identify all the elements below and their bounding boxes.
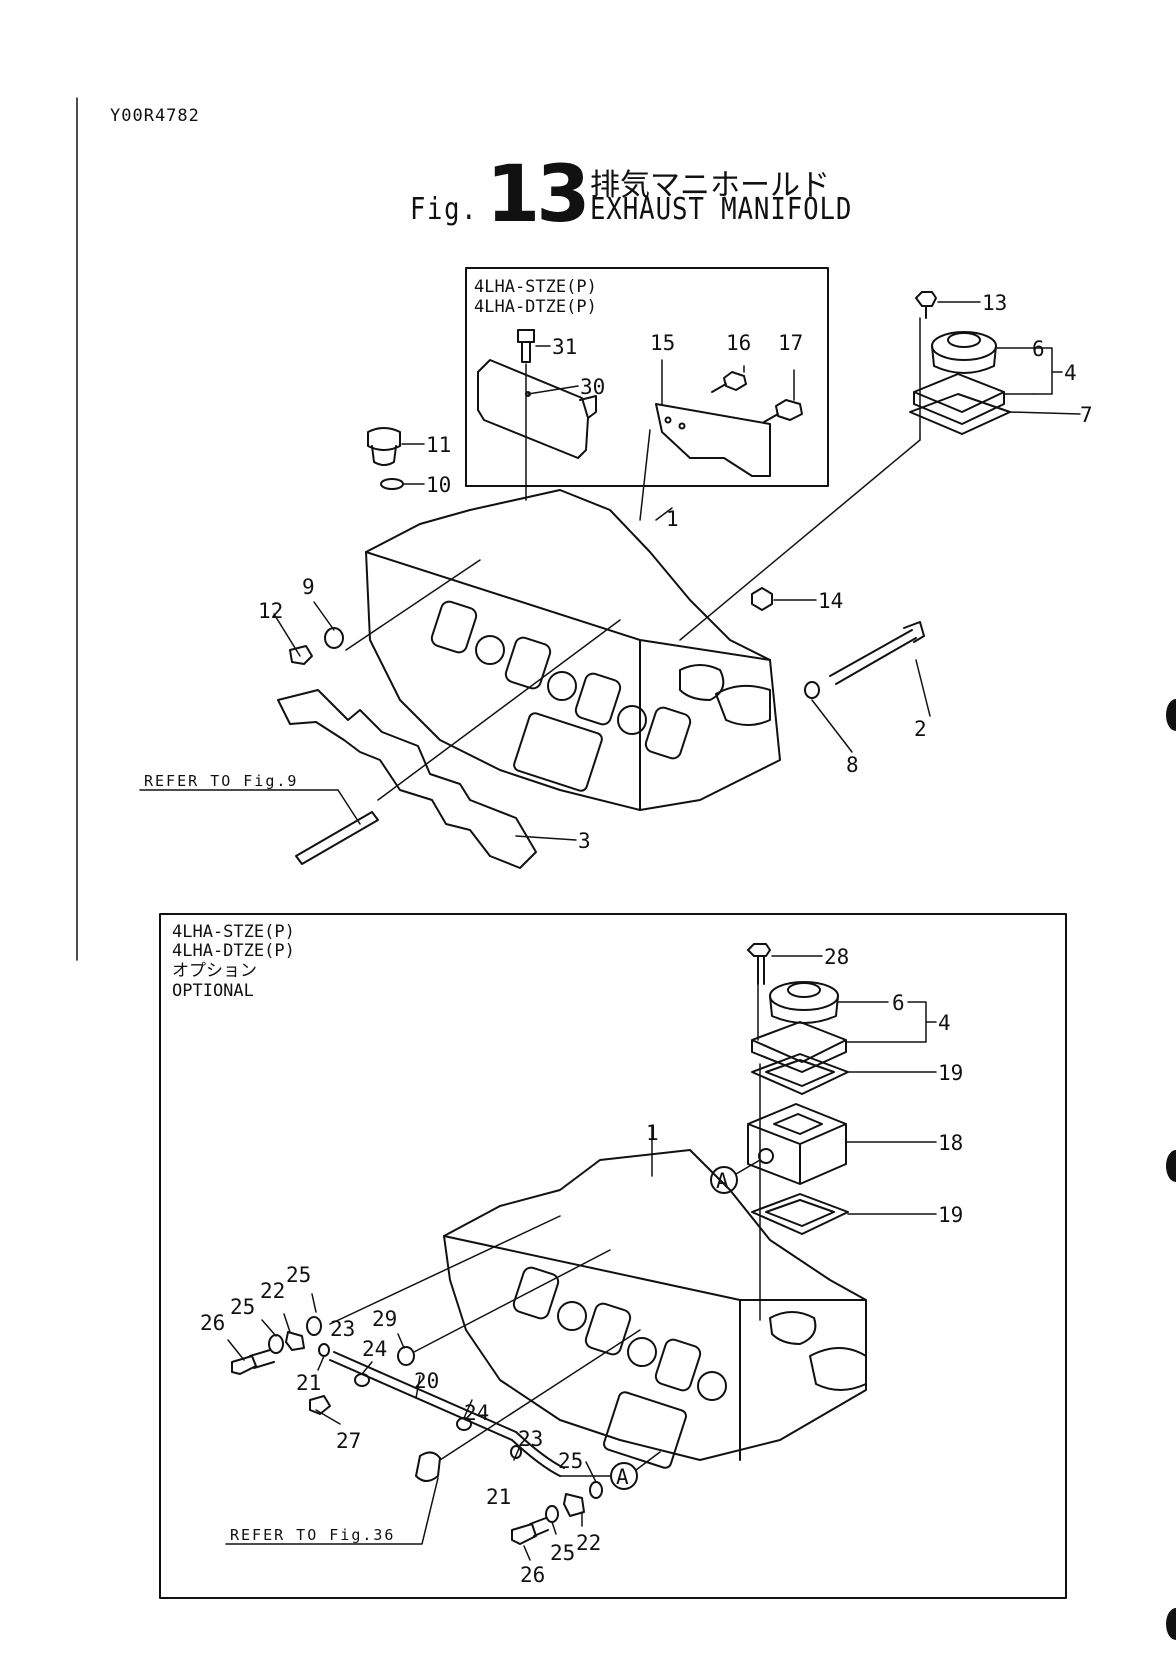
thermostat-housing-4-lower (752, 1022, 846, 1072)
label-12: 12 (258, 599, 283, 623)
label-24-a: 24 (362, 1337, 387, 1361)
manifold-outlet-port-lower (770, 1312, 815, 1344)
label-20: 20 (414, 1369, 439, 1393)
bolt-2 (830, 622, 924, 684)
adapter-18 (748, 1104, 846, 1184)
nut-14 (752, 588, 772, 610)
label-26-a: 26 (200, 1311, 225, 1335)
lower-box-model-2: 4LHA-DTZE(P) (172, 941, 295, 961)
washer-25-b (269, 1335, 283, 1353)
label-23-a: 23 (330, 1317, 355, 1341)
label-30: 30 (580, 375, 605, 399)
label-3: 3 (578, 829, 591, 853)
washer-9 (325, 628, 343, 648)
label-25-d: 25 (550, 1541, 575, 1565)
washer-25-a (307, 1317, 321, 1335)
label-13: 13 (982, 291, 1007, 315)
bolt-28 (748, 944, 770, 984)
screw-16 (712, 372, 746, 392)
gasket-7 (910, 394, 1010, 434)
label-28: 28 (824, 945, 849, 969)
label-8: 8 (846, 753, 859, 777)
label-18: 18 (938, 1131, 963, 1155)
bolt-12 (290, 646, 312, 664)
bolt-27 (310, 1396, 330, 1414)
mark-a-2: A (616, 1465, 629, 1489)
label-19-upper: 19 (938, 1061, 963, 1085)
label-4: 4 (1064, 361, 1077, 385)
joint-22-b (564, 1494, 584, 1516)
thermostat-cap-6-lower-top (788, 983, 820, 997)
refer-fig9: REFER TO Fig.9 (144, 772, 298, 790)
bolt-13 (916, 292, 936, 318)
washer-25-d (590, 1482, 602, 1498)
bolt-26-b (512, 1518, 548, 1544)
joint-22-a (286, 1332, 304, 1350)
plate-15-hole-1 (666, 418, 671, 423)
manifold-outlet-pipe-upper (716, 686, 770, 725)
label-1-lower: 1 (646, 1121, 659, 1145)
label-4-lower: 4 (938, 1011, 951, 1035)
washer-25-c (546, 1506, 558, 1522)
clip-24-a (355, 1374, 369, 1386)
mark-a-1: A (716, 1169, 729, 1193)
upper-box-model-2: 4LHA-DTZE(P) (474, 297, 597, 317)
label-16: 16 (726, 331, 751, 355)
label-17: 17 (778, 331, 803, 355)
lower-box-model-1: 4LHA-STZE(P) (172, 922, 295, 942)
bracket-30 (478, 360, 588, 458)
label-26-b: 26 (520, 1563, 545, 1587)
label-21-b: 21 (486, 1485, 511, 1509)
screw-17 (764, 400, 802, 422)
binder-holes (1166, 699, 1176, 1640)
label-9: 9 (302, 575, 315, 599)
label-24-b: 24 (464, 1401, 489, 1425)
label-6: 6 (1032, 337, 1045, 361)
plate-15 (656, 404, 770, 476)
label-22-a: 22 (260, 1279, 285, 1303)
fitting-23-a (319, 1344, 329, 1356)
lower-box-option-japanese: オプション (172, 961, 257, 981)
manifold-body-lower (444, 1150, 866, 1460)
washer-8 (805, 682, 819, 698)
label-15: 15 (650, 331, 675, 355)
manifold-outlet-pipe-lower (810, 1348, 866, 1390)
bolt-31 (518, 330, 534, 362)
adapter-18-port (759, 1149, 773, 1163)
manifold-ports-upper (430, 600, 692, 793)
lower-box-option-english: OPTIONAL (172, 981, 254, 1001)
label-7: 7 (1080, 403, 1093, 427)
washer-29 (398, 1347, 414, 1365)
washer-10 (381, 479, 403, 489)
label-21-a: 21 (296, 1371, 321, 1395)
label-31: 31 (552, 335, 577, 359)
upper-box-model-1: 4LHA-STZE(P) (474, 277, 597, 297)
stud-refer-fig9 (296, 812, 378, 864)
label-23-b: 23 (518, 1427, 543, 1451)
label-22-b: 22 (576, 1531, 601, 1555)
label-11: 11 (426, 433, 451, 457)
label-25-c: 25 (558, 1449, 583, 1473)
label-25-a: 25 (286, 1263, 311, 1287)
label-14: 14 (818, 589, 843, 613)
label-25-b: 25 (230, 1295, 255, 1319)
label-10: 10 (426, 473, 451, 497)
adapter-18-opening (774, 1114, 822, 1134)
thermostat-cap-6-top (948, 333, 980, 347)
label-2: 2 (914, 717, 927, 741)
label-27: 27 (336, 1429, 361, 1453)
label-1-upper: 1 (666, 507, 679, 531)
refer-fig36: REFER TO Fig.36 (230, 1526, 395, 1544)
lower-optional-box (160, 914, 1066, 1598)
manifold-edges-upper (366, 552, 770, 810)
label-29: 29 (372, 1307, 397, 1331)
label-6-lower: 6 (892, 991, 905, 1015)
label-19-lower: 19 (938, 1203, 963, 1227)
drain-cock (416, 1452, 440, 1481)
plug-11 (368, 428, 400, 465)
plate-15-hole-2 (680, 424, 685, 429)
drain-pipe-20 (330, 1352, 516, 1440)
